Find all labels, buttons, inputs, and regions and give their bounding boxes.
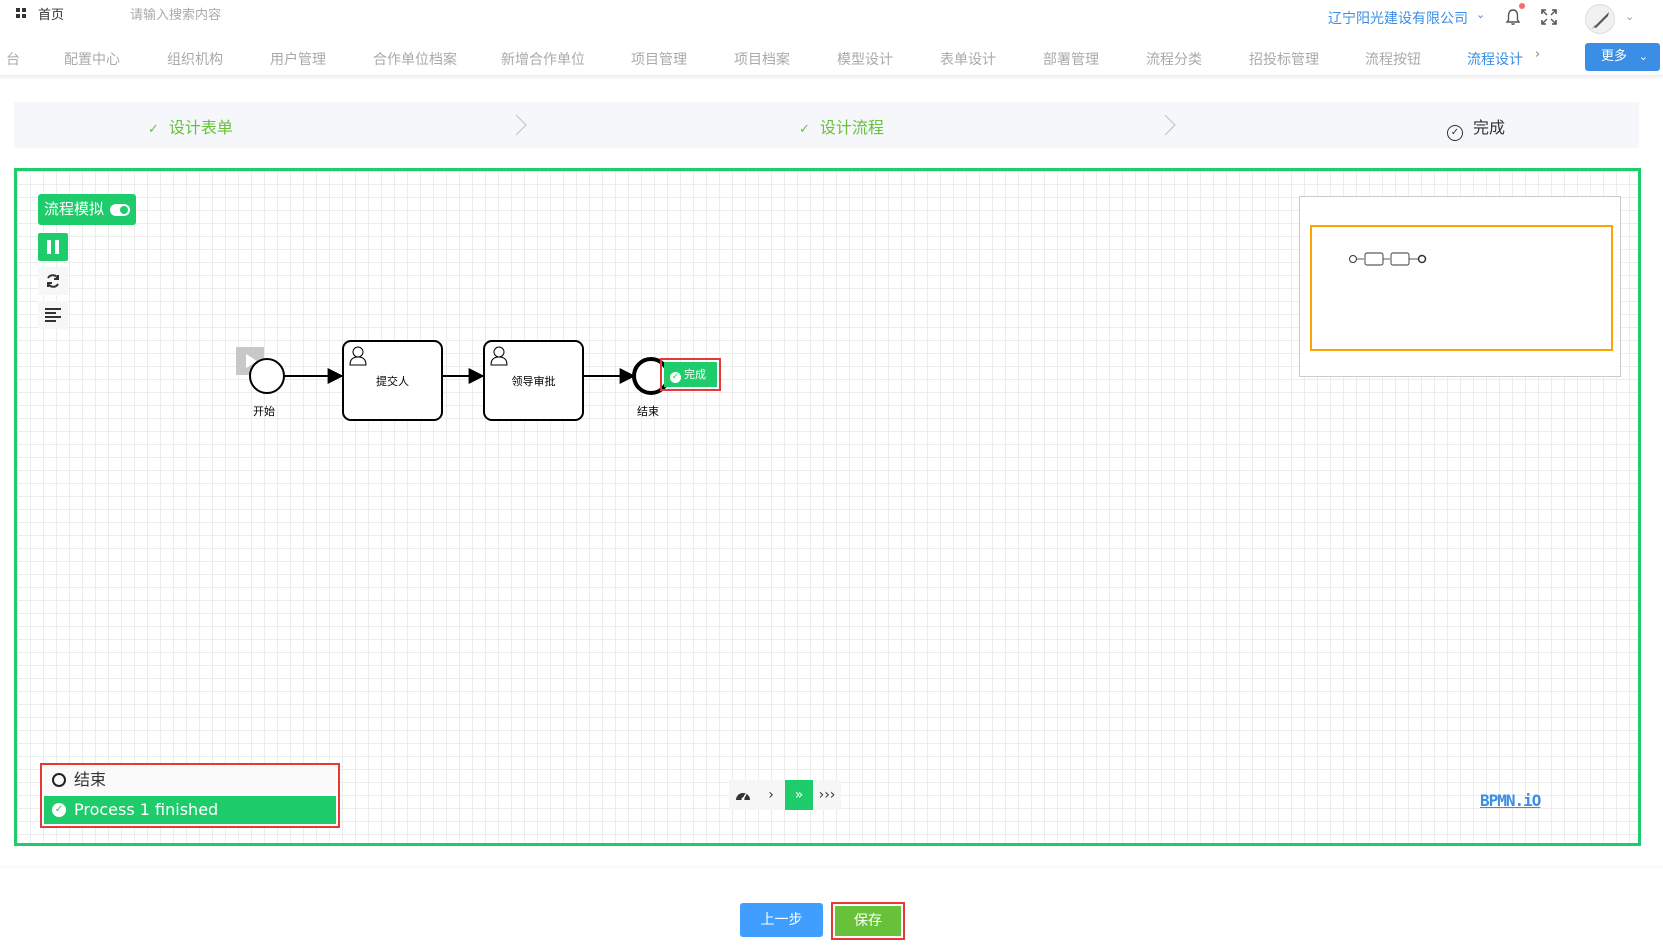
speed-control: › » ››› bbox=[729, 780, 841, 810]
chevron-right-icon bbox=[515, 114, 527, 136]
completed-badge: ✓完成 bbox=[660, 358, 721, 391]
menu-grid-icon[interactable] bbox=[16, 8, 28, 20]
start-event-label: 开始 bbox=[253, 405, 275, 418]
tab-item[interactable]: 台 bbox=[6, 52, 20, 68]
task-leader-approval[interactable] bbox=[483, 340, 584, 421]
bpmn-canvas[interactable]: 流程模拟 bbox=[14, 168, 1641, 846]
log-entry-text: 结束 bbox=[74, 770, 107, 789]
bpmn-io-logo[interactable]: BPMN.iO bbox=[1480, 791, 1541, 810]
tab-item[interactable]: 项目管理 bbox=[631, 52, 687, 68]
save-button[interactable]: 保存 bbox=[835, 906, 901, 936]
minimap-viewport[interactable] bbox=[1310, 225, 1613, 351]
home-link[interactable]: 首页 bbox=[38, 8, 65, 23]
speed-gauge-icon[interactable] bbox=[729, 780, 757, 810]
align-left-icon bbox=[45, 308, 61, 322]
minimap-diagram bbox=[1349, 252, 1427, 266]
tab-item[interactable]: 模型设计 bbox=[837, 52, 893, 68]
tab-item[interactable]: 用户管理 bbox=[270, 52, 326, 68]
tab-item[interactable]: 新增合作单位 bbox=[501, 52, 585, 68]
user-icon bbox=[349, 346, 367, 366]
step-label: 设计流程 bbox=[819, 118, 884, 137]
pause-button[interactable] bbox=[38, 233, 68, 261]
tab-item[interactable]: 部署管理 bbox=[1043, 52, 1099, 68]
check-circle-icon: ✓ bbox=[1447, 125, 1463, 141]
task-leader-approval-label: 领导审批 bbox=[511, 375, 556, 388]
tab-scroll-right-icon[interactable]: › bbox=[1535, 47, 1541, 62]
log-entry: 结束 bbox=[44, 766, 336, 794]
chevron-down-icon[interactable]: ⌄ bbox=[1625, 10, 1635, 23]
simulation-label: 流程模拟 bbox=[44, 200, 105, 218]
previous-step-button[interactable]: 上一步 bbox=[740, 903, 823, 937]
minimap[interactable] bbox=[1299, 196, 1621, 377]
more-button[interactable]: 更多 ⌄ bbox=[1585, 43, 1660, 71]
step-label: 完成 bbox=[1473, 118, 1506, 137]
completed-badge-label: 完成 bbox=[684, 368, 706, 381]
speed-normal-button[interactable]: » bbox=[785, 780, 813, 810]
tab-item[interactable]: 流程分类 bbox=[1146, 52, 1202, 68]
top-header: 首页 请输入搜索内容 辽宁阳光建设有限公司 ⌄ ⌄ bbox=[0, 0, 1663, 36]
avatar[interactable] bbox=[1585, 4, 1615, 34]
toggle-switch-icon bbox=[110, 204, 130, 216]
tab-item-active[interactable]: 流程设计 bbox=[1467, 52, 1523, 68]
tab-item[interactable]: 招投标管理 bbox=[1249, 52, 1319, 68]
save-button-highlight: 保存 bbox=[831, 902, 905, 940]
simulation-log: 结束 ✓ Process 1 finished bbox=[40, 763, 340, 828]
step-design-flow: ✓ 设计流程 bbox=[799, 114, 884, 138]
simulation-toggle[interactable]: 流程模拟 bbox=[38, 194, 136, 225]
pause-icon-bar bbox=[55, 240, 59, 254]
check-icon: ✓ bbox=[799, 122, 810, 137]
chevron-right-icon bbox=[1164, 114, 1176, 136]
log-entry-finished: ✓ Process 1 finished bbox=[44, 796, 336, 824]
refresh-icon bbox=[47, 274, 59, 288]
speed-slow-button[interactable]: › bbox=[757, 780, 785, 810]
notification-dot bbox=[1519, 3, 1525, 9]
log-button[interactable] bbox=[38, 301, 68, 329]
step-design-form: ✓ 设计表单 bbox=[148, 114, 233, 138]
check-icon: ✓ bbox=[148, 122, 159, 137]
task-submitter-label: 提交人 bbox=[376, 375, 409, 388]
speed-fast-button[interactable]: ››› bbox=[813, 780, 841, 810]
task-submitter[interactable] bbox=[342, 340, 443, 421]
bpmn-diagram bbox=[236, 340, 670, 421]
more-label: 更多 bbox=[1601, 49, 1628, 64]
chevron-down-icon: ⌄ bbox=[1638, 50, 1648, 63]
tab-item[interactable]: 组织机构 bbox=[167, 52, 223, 68]
check-circle-icon: ✓ bbox=[52, 803, 66, 817]
fullscreen-icon[interactable] bbox=[1541, 9, 1557, 25]
tab-item[interactable]: 表单设计 bbox=[940, 52, 996, 68]
step-finish: ✓ 完成 bbox=[1447, 114, 1505, 141]
tab-item[interactable]: 合作单位档案 bbox=[373, 52, 457, 68]
tab-item[interactable]: 配置中心 bbox=[64, 52, 120, 68]
user-icon bbox=[490, 346, 508, 366]
footer-actions: 上一步 保存 bbox=[0, 868, 1663, 947]
tab-item[interactable]: 流程按钮 bbox=[1365, 52, 1421, 68]
reset-button[interactable] bbox=[38, 267, 68, 295]
tab-bar: 台 配置中心 组织机构 用户管理 合作单位档案 新增合作单位 项目管理 项目档案… bbox=[0, 40, 1663, 76]
end-event-icon bbox=[52, 773, 66, 787]
check-circle-icon: ✓ bbox=[670, 372, 681, 383]
step-label: 设计表单 bbox=[168, 118, 233, 137]
log-entry-text: Process 1 finished bbox=[74, 800, 219, 819]
chevron-down-icon[interactable]: ⌄ bbox=[1476, 8, 1486, 21]
company-selector[interactable]: 辽宁阳光建设有限公司 bbox=[1328, 11, 1468, 27]
end-event-label: 结束 bbox=[637, 405, 659, 418]
tab-item[interactable]: 项目档案 bbox=[734, 52, 790, 68]
pause-icon bbox=[47, 240, 51, 254]
bell-icon[interactable] bbox=[1505, 8, 1521, 26]
start-event[interactable] bbox=[249, 358, 285, 394]
search-input[interactable]: 请输入搜索内容 bbox=[130, 8, 222, 23]
rocket-icon bbox=[1592, 12, 1609, 29]
step-progress: ✓ 设计表单 ✓ 设计流程 ✓ 完成 bbox=[14, 102, 1639, 148]
